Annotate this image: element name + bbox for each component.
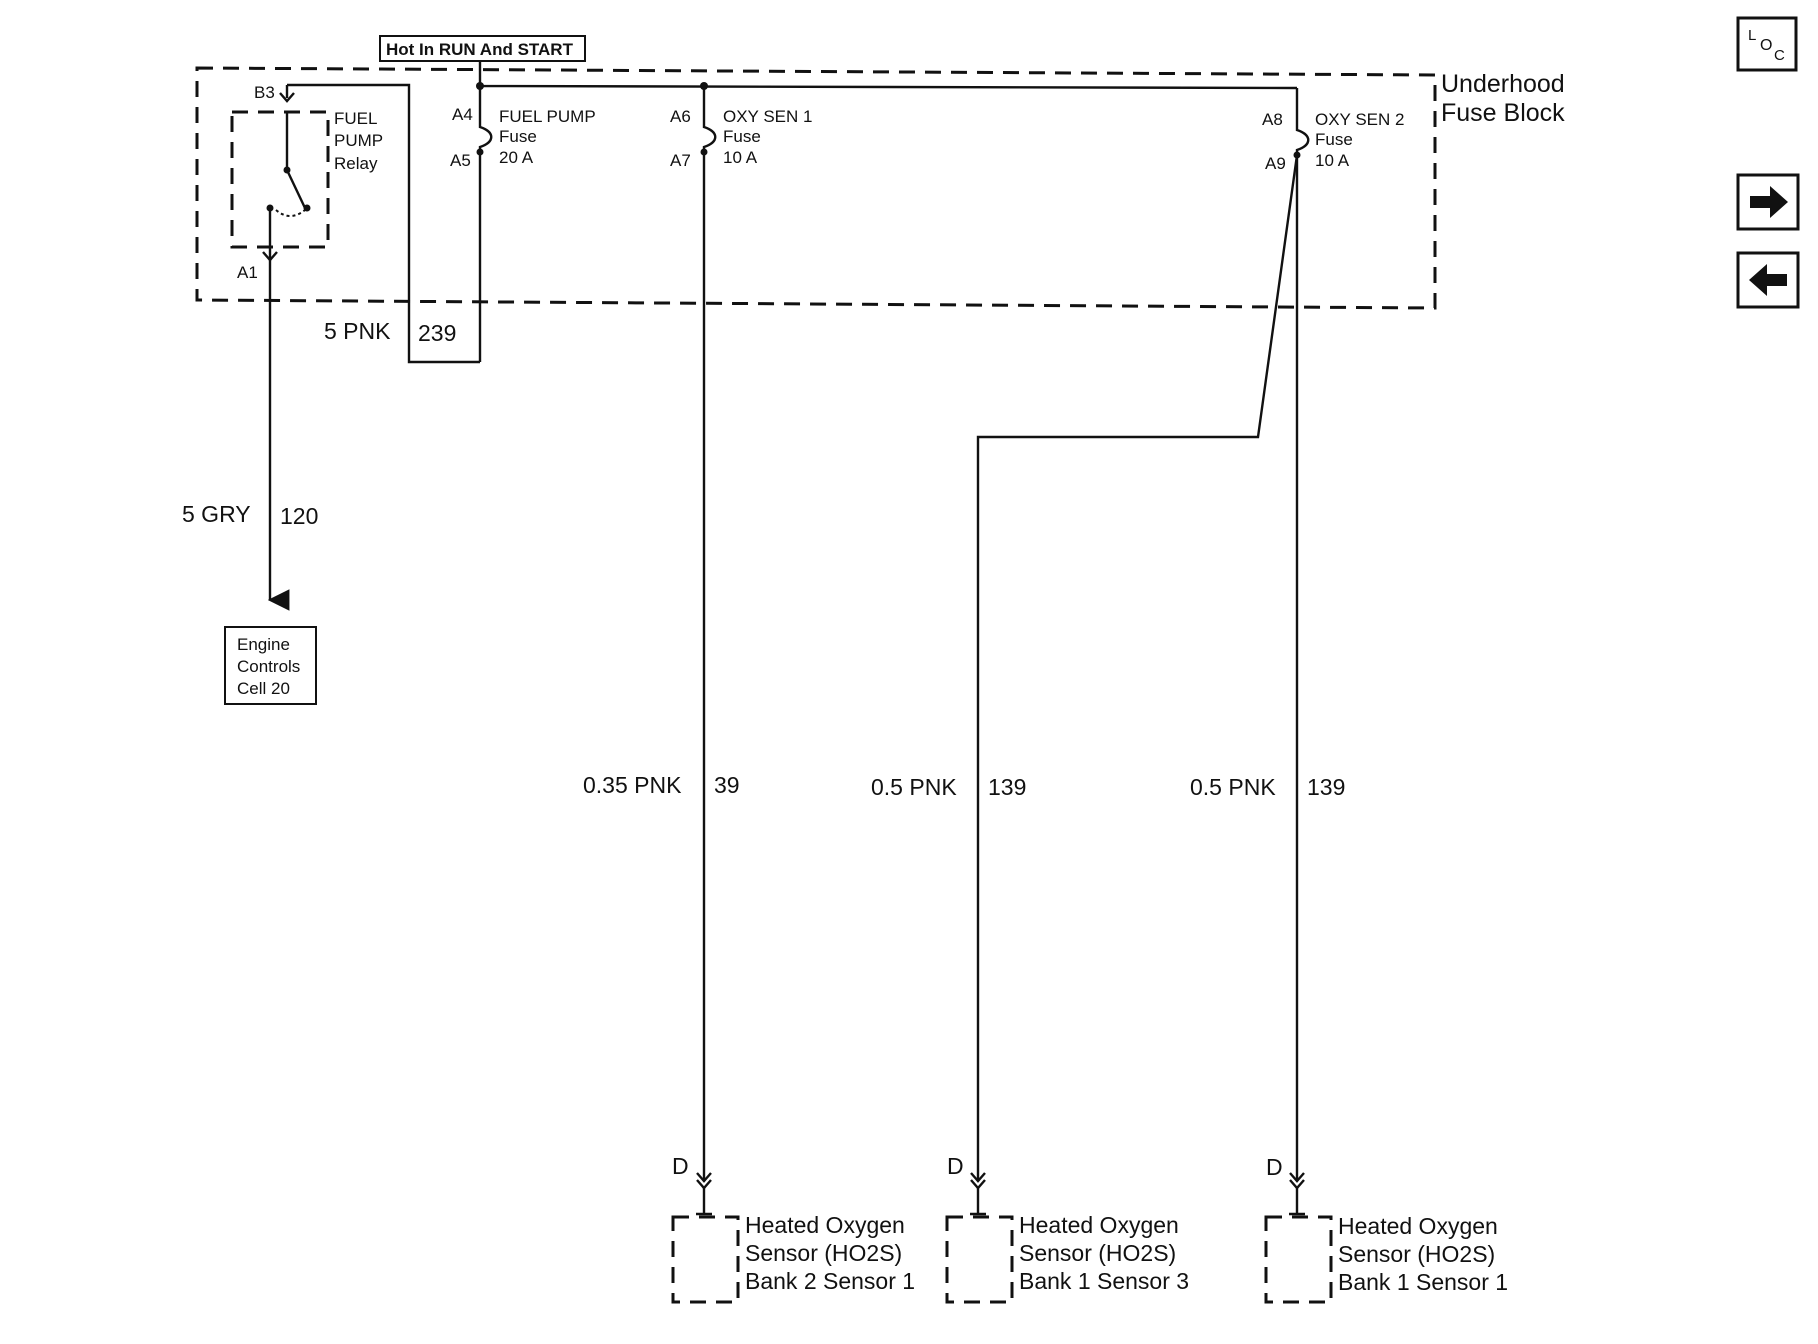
svg-text:A5: A5 bbox=[450, 151, 471, 170]
svg-text:L: L bbox=[1748, 27, 1756, 44]
svg-text:D: D bbox=[1266, 1154, 1283, 1180]
svg-text:Controls: Controls bbox=[237, 657, 300, 676]
svg-text:Engine: Engine bbox=[237, 635, 290, 654]
svg-text:20 A: 20 A bbox=[499, 148, 534, 167]
arrow-left-icon bbox=[1749, 264, 1787, 296]
svg-text:Heated Oxygen: Heated Oxygen bbox=[745, 1212, 905, 1238]
ho2s-b2s1-gauge-color: 0.35 PNK bbox=[583, 772, 682, 798]
svg-text:Hot In RUN And START: Hot In RUN And START bbox=[386, 40, 574, 59]
svg-text:A4: A4 bbox=[452, 105, 473, 124]
svg-text:OXY SEN 2: OXY SEN 2 bbox=[1315, 110, 1404, 129]
svg-text:Sensor (HO2S): Sensor (HO2S) bbox=[1338, 1241, 1495, 1267]
arrow-right-icon bbox=[1750, 186, 1788, 218]
next-page-button[interactable] bbox=[1736, 173, 1800, 231]
ho2s-b1s3-circuit: 139 bbox=[988, 774, 1026, 800]
svg-text:Relay: Relay bbox=[334, 154, 378, 173]
fuel-pump-relay: B3 A1 FUEL PUMP Relay bbox=[230, 83, 383, 611]
svg-text:Underhood: Underhood bbox=[1441, 70, 1565, 98]
engine-controls-box[interactable]: Engine Controls Cell 20 bbox=[224, 626, 317, 705]
svg-text:Cell 20: Cell 20 bbox=[237, 679, 290, 698]
hot-in-run-start-label: Hot In RUN And START bbox=[379, 35, 586, 62]
svg-text:Fuse: Fuse bbox=[499, 127, 537, 146]
fuse-block-outline bbox=[195, 66, 1437, 310]
fuel-pump-fuse: A4 A5 FUEL PUMP Fuse 20 A bbox=[450, 86, 596, 362]
svg-text:Fuse: Fuse bbox=[723, 127, 761, 146]
svg-text:Heated Oxygen: Heated Oxygen bbox=[1338, 1213, 1498, 1239]
relay-feed-circuit: 239 bbox=[418, 320, 456, 346]
svg-text:Bank 1 Sensor 1: Bank 1 Sensor 1 bbox=[1338, 1269, 1508, 1295]
ho2s-b1s1-circuit: 139 bbox=[1307, 774, 1345, 800]
ho2s-bank1-sensor1: D Heated Oxygen Sensor (HO2S) Bank 1 Sen… bbox=[1264, 1154, 1508, 1304]
ho2s-bank1-sensor3: D Heated Oxygen Sensor (HO2S) Bank 1 Sen… bbox=[945, 1153, 1189, 1304]
svg-text:Bank 2 Sensor 1: Bank 2 Sensor 1 bbox=[745, 1268, 915, 1294]
ho2s-b1s3-gauge-color: 0.5 PNK bbox=[871, 774, 957, 800]
svg-text:A6: A6 bbox=[670, 107, 691, 126]
ho2s-b1s1-gauge-color: 0.5 PNK bbox=[1190, 774, 1276, 800]
svg-text:A1: A1 bbox=[237, 263, 258, 282]
svg-text:PUMP: PUMP bbox=[334, 131, 383, 150]
relay-feed-wire bbox=[287, 83, 480, 364]
relay-feed-gauge-color: 5 PNK bbox=[324, 318, 391, 344]
svg-text:A7: A7 bbox=[670, 151, 691, 170]
oxy-sen-2-fuse: A8 A9 OXY SEN 2 Fuse 10 A bbox=[1262, 88, 1404, 1180]
svg-text:10 A: 10 A bbox=[723, 148, 758, 167]
ho2s-bank2-sensor1: D Heated Oxygen Sensor (HO2S) Bank 2 Sen… bbox=[671, 1153, 915, 1304]
oxy-sen-1-fuse: A6 A7 OXY SEN 1 Fuse 10 A bbox=[670, 86, 812, 1180]
svg-text:Sensor (HO2S): Sensor (HO2S) bbox=[745, 1240, 902, 1266]
svg-text:Sensor (HO2S): Sensor (HO2S) bbox=[1019, 1240, 1176, 1266]
svg-text:FUEL: FUEL bbox=[334, 109, 377, 128]
svg-text:Fuse: Fuse bbox=[1315, 130, 1353, 149]
svg-text:A9: A9 bbox=[1265, 154, 1286, 173]
svg-text:B3: B3 bbox=[254, 83, 275, 102]
ho2s-b2s1-circuit: 39 bbox=[714, 772, 740, 798]
svg-text:O: O bbox=[1760, 37, 1772, 54]
relay-output-gauge-color: 5 GRY bbox=[182, 501, 251, 527]
fuse-block-label: Underhood Fuse Block bbox=[1441, 70, 1565, 127]
svg-text:10 A: 10 A bbox=[1315, 151, 1350, 170]
svg-text:C: C bbox=[1774, 47, 1785, 64]
previous-page-button[interactable] bbox=[1736, 251, 1800, 309]
svg-text:FUEL PUMP: FUEL PUMP bbox=[499, 107, 596, 126]
svg-text:A8: A8 bbox=[1262, 110, 1283, 129]
svg-text:Bank 1 Sensor 3: Bank 1 Sensor 3 bbox=[1019, 1268, 1189, 1294]
svg-text:OXY SEN 1: OXY SEN 1 bbox=[723, 107, 812, 126]
svg-text:D: D bbox=[947, 1153, 964, 1179]
location-button[interactable]: L O C bbox=[1736, 16, 1798, 72]
svg-text:Heated Oxygen: Heated Oxygen bbox=[1019, 1212, 1179, 1238]
ho2s-b1s3-wire bbox=[976, 154, 1299, 1180]
svg-text:D: D bbox=[672, 1153, 689, 1179]
svg-text:Fuse Block: Fuse Block bbox=[1441, 99, 1565, 127]
relay-output-circuit: 120 bbox=[280, 503, 318, 529]
